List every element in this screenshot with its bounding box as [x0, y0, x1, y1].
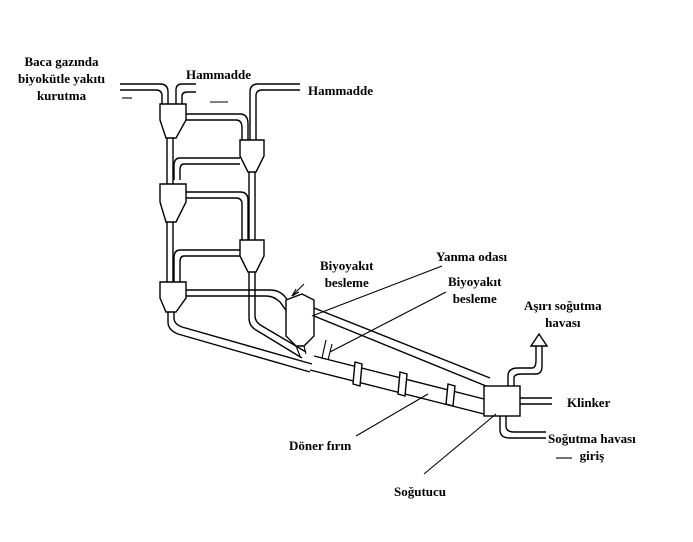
cooler-unit — [483, 332, 552, 439]
label-biofuel-feed-1-line2: besleme — [324, 275, 369, 290]
label-excess-cooling-air-line1: Aşırı soğutma — [524, 298, 602, 313]
top-feed-pipes — [120, 83, 300, 142]
left-column-pipes — [166, 138, 174, 282]
label-flue-gas-drying-line2: biyokütle yakıtı — [18, 71, 106, 86]
label-flue-gas-drying: Baca gazında biyokütle yakıtı kurutma — [18, 53, 105, 104]
stray-marks — [122, 97, 572, 459]
rotary-kiln-unit — [309, 355, 489, 415]
cyclone-5 — [159, 281, 187, 313]
biofuel-feed-arrows — [291, 283, 333, 361]
label-raw-material-2: Hammadde — [308, 83, 373, 98]
label-raw-material-1: Hammadde — [186, 67, 251, 82]
label-flue-gas-drying-line1: Baca gazında — [24, 54, 99, 69]
label-biofuel-feed-1-line1: Biyoyakıt — [320, 258, 374, 273]
cyclone-1 — [159, 103, 187, 139]
label-cooling-air-inlet: Soğutma havası giriş — [548, 430, 636, 464]
label-flue-gas-drying-line3: kurutma — [36, 88, 87, 103]
cyclone-4 — [239, 239, 265, 273]
label-excess-cooling-air-line2: havası — [545, 315, 581, 330]
cyclone-3 — [159, 183, 187, 223]
label-clinker: Klinker — [567, 395, 611, 410]
label-biofuel-feed-2-line1: Biyoyakıt — [448, 274, 502, 289]
label-cooler: Soğutucu — [394, 484, 447, 499]
cross-pipes — [173, 113, 249, 282]
label-biofuel-feed-1: Biyoyakıt besleme — [320, 257, 373, 291]
label-cooling-air-inlet-line1: Soğutma havası — [548, 431, 636, 446]
cyclone-2 — [239, 139, 265, 173]
label-cooling-air-inlet-line2: giriş — [579, 448, 605, 463]
label-excess-cooling-air: Aşırı soğutma havası — [524, 297, 602, 331]
label-combustion-chamber: Yanma odası — [436, 249, 508, 264]
label-biofuel-feed-2-line2: besleme — [452, 291, 497, 306]
leader-lines — [311, 265, 497, 475]
tertiary-air-duct — [313, 307, 491, 387]
bottom-cyclone-pipes — [167, 289, 313, 373]
label-biofuel-feed-2: Biyoyakıt besleme — [448, 273, 501, 307]
right-column-pipes — [248, 172, 307, 359]
label-rotary-kiln: Döner fırın — [289, 438, 352, 453]
combustion-chamber-unit — [285, 293, 315, 357]
